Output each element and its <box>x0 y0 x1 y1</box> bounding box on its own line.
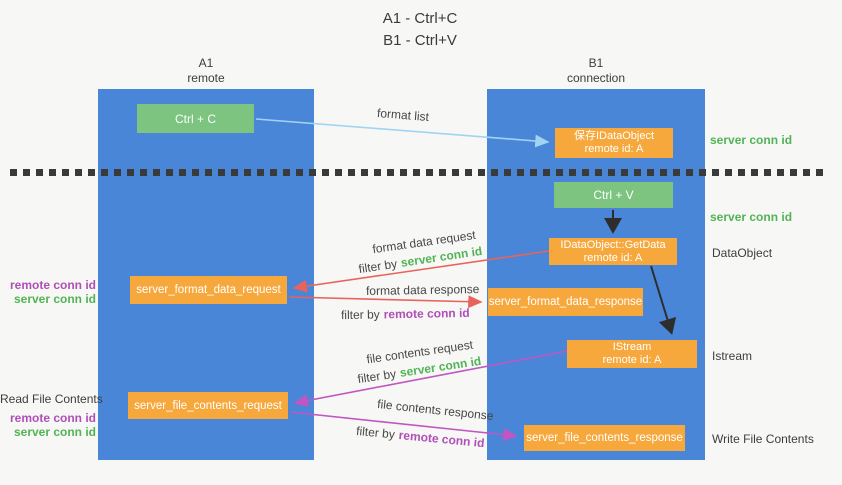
write-file-contents-annotation: Write File Contents <box>712 432 814 446</box>
server-file-contents-response-label: server_file_contents_response <box>526 432 683 444</box>
arrow-format-data-request <box>292 250 550 293</box>
arrow-file-contents-response <box>289 411 518 442</box>
dataobject-annotation: DataObject <box>712 246 773 260</box>
server-conn-id-annotation-mid: server conn id <box>710 210 793 224</box>
server-format-data-request-label: server_format_data_request <box>136 284 281 296</box>
filter-by-text: filter by <box>340 307 380 323</box>
server-file-contents-request-label: server_file_contents_request <box>134 399 282 412</box>
istream-annotation: Istream <box>712 349 753 363</box>
diagram-title: A1 - Ctrl+C B1 - Ctrl+V <box>300 8 540 52</box>
arrow-format-list <box>255 118 550 148</box>
remote-conn-id-annotation-left-1: remote conn id <box>9 278 96 292</box>
ctrl-v-label: Ctrl + V <box>593 188 634 202</box>
ctrl-c-box: Ctrl + C <box>137 104 254 133</box>
arrow-file-contents-request <box>293 350 568 407</box>
server-conn-id-annotation-left-2: server conn id <box>13 425 96 439</box>
arrow-format-data-response <box>288 295 483 309</box>
format-data-response-label: format data response <box>365 282 480 298</box>
right-column-header: B1 connection <box>516 56 676 86</box>
istream-line1: IStream <box>612 341 652 353</box>
left-column-header: A1 remote <box>126 56 286 86</box>
getdata-line1: IDataObject::GetData <box>560 238 666 251</box>
server-file-contents-request-box: server_file_contents_request <box>128 392 288 419</box>
title-line-1: A1 - Ctrl+C <box>382 10 458 27</box>
ctrl-c-label: Ctrl + C <box>174 111 216 126</box>
server-format-data-request-box: server_format_data_request <box>130 276 287 304</box>
left-column-name: A1 <box>198 56 214 70</box>
right-column-role: connection <box>566 71 626 85</box>
idataobject-getdata-box: IDataObject::GetData remote id: A <box>549 238 677 265</box>
server-format-data-response-box: server_format_data_response <box>488 288 643 316</box>
remote-conn-id-annotation-left-2: remote conn id <box>9 411 96 425</box>
remote-conn-id-text: remote conn id <box>383 305 470 322</box>
server-format-data-response-label: server_format_data_response <box>488 296 643 308</box>
istream-line2: remote id: A <box>602 354 662 366</box>
save-idataobject-line1: 保存IDataObject <box>573 130 655 142</box>
arrow-getdata-to-istream <box>650 265 677 335</box>
title-line-2: B1 - Ctrl+V <box>383 32 457 49</box>
dotted-separator-line <box>10 169 825 176</box>
left-column-role: remote <box>187 71 225 85</box>
server-conn-id-annotation-top: server conn id <box>710 133 793 147</box>
right-column-name: B1 <box>588 56 604 70</box>
server-conn-id-annotation-left-1: server conn id <box>13 292 96 306</box>
save-idataobject-line2: remote id: A <box>584 143 644 155</box>
ctrl-v-box: Ctrl + V <box>554 182 673 208</box>
read-file-contents-annotation: Read File Contents <box>0 392 103 406</box>
save-idataobject-box: 保存IDataObject remote id: A <box>555 128 673 158</box>
server-file-contents-response-box: server_file_contents_response <box>524 425 685 451</box>
getdata-line2: remote id: A <box>583 251 643 264</box>
istream-box: IStream remote id: A <box>567 340 697 368</box>
